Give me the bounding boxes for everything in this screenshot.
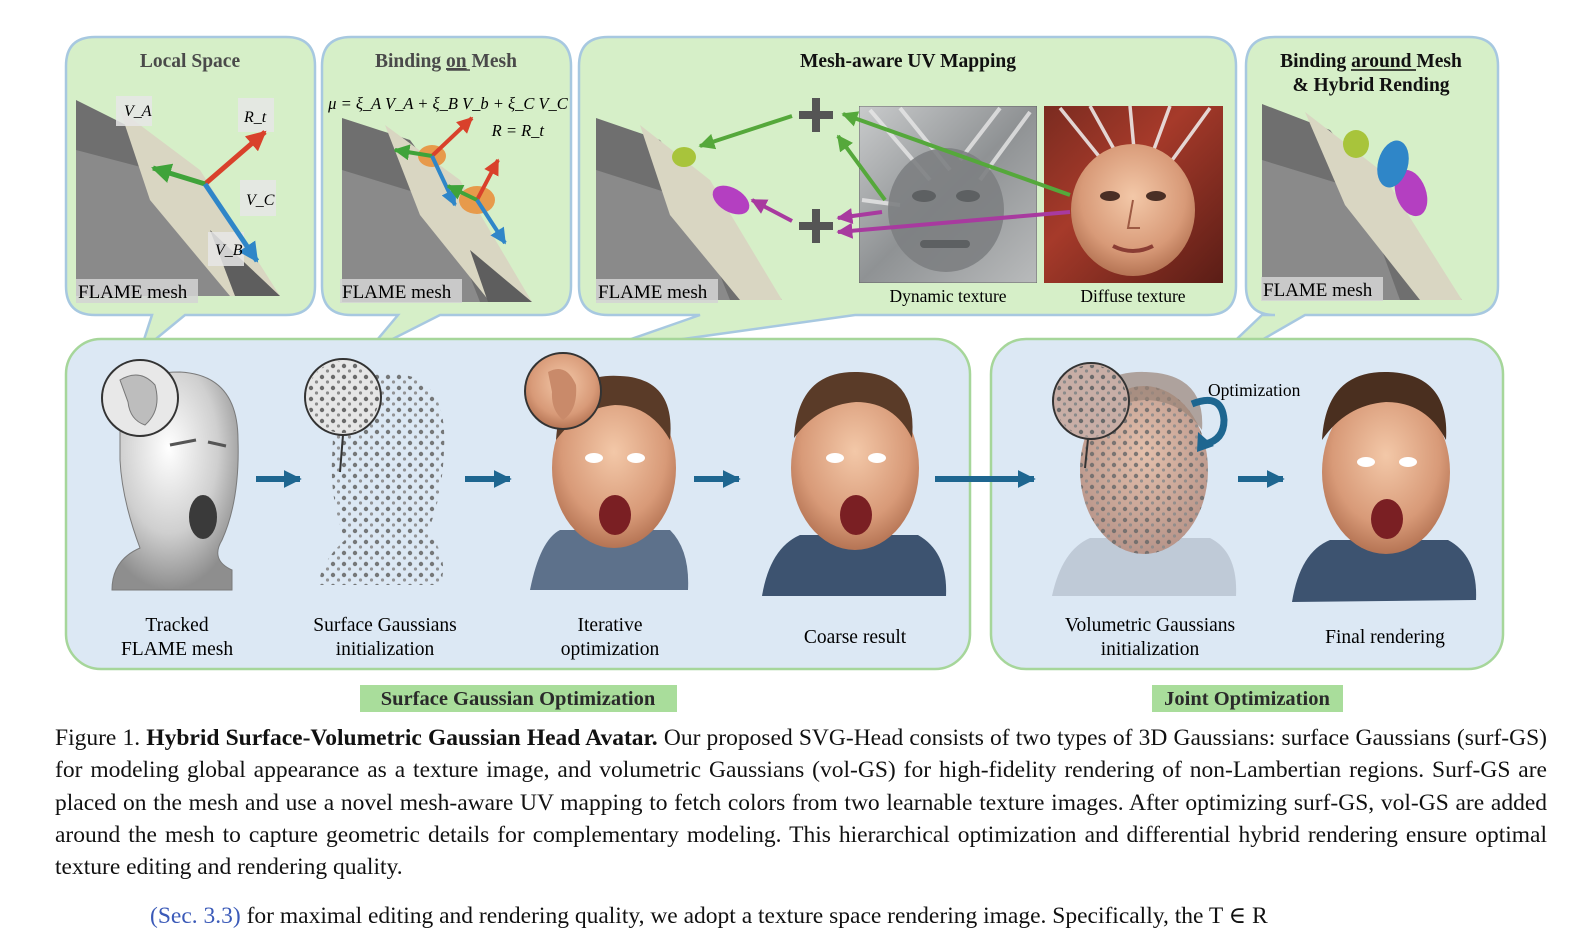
zoom-inset-ear-mesh: [101, 359, 179, 437]
zoom-inset-volumetric: [1052, 362, 1130, 469]
volumetric-gaussian-blue: [1377, 140, 1409, 188]
optimization-label: Optimization: [1208, 380, 1301, 400]
step-labels: Tracked FLAME mesh Surface Gaussians ini…: [121, 615, 1445, 660]
step-label: initialization: [1101, 639, 1200, 660]
coarse-result-head: [762, 371, 947, 596]
surface-gaussian-green: [1343, 130, 1369, 158]
green-arrow: [836, 134, 887, 202]
surface-stage-box: [64, 337, 972, 671]
step-label: Surface Gaussians: [313, 615, 457, 636]
rotation-label-rt: R_t: [243, 109, 267, 126]
rotation-equation: R = R_t: [491, 121, 545, 140]
position-equation: μ = ξ_A V_A + ξ_B V_b + ξ_C V_C: [327, 94, 569, 113]
mesh-label: FLAME mesh: [342, 282, 452, 303]
zoom-inset-ear: [524, 352, 602, 430]
dynamic-texture-label: Dynamic texture: [889, 286, 1006, 306]
purple-arrow: [750, 198, 793, 223]
green-arrow: [841, 111, 1071, 197]
mesh-label: FLAME mesh: [1263, 280, 1373, 301]
step-label: Volumetric Gaussians: [1065, 615, 1235, 636]
stage-label-surface: Surface Gaussian Optimization: [381, 688, 656, 710]
rotation-axis-green: [151, 163, 206, 187]
panel-title: Local Space: [140, 51, 241, 72]
vertex-label-vc: V_C: [246, 192, 275, 209]
step-label: Tracked: [145, 615, 208, 636]
step-label: FLAME mesh: [121, 639, 233, 660]
step-label: Final rendering: [1325, 627, 1445, 648]
diffuse-texture-image: [1044, 106, 1223, 283]
final-rendering-head: [1292, 371, 1477, 602]
mesh-label: FLAME mesh: [78, 282, 188, 303]
step-label: Coarse result: [804, 627, 907, 648]
body-text-continuation: (Sec. 3.3) for maximal editing and rende…: [150, 900, 1550, 932]
plus-icon: [799, 209, 833, 243]
panel-local-space: Local Space V_A R_t V_C V_B FLAME mesh: [64, 35, 317, 356]
panel-title: Binding around Mesh: [1280, 51, 1462, 72]
panel-title: Binding on Mesh: [375, 51, 517, 72]
step-label: Iterative: [578, 615, 643, 636]
vertex-label-va: V_A: [124, 103, 152, 120]
green-arrow: [698, 114, 793, 150]
purple-arrow: [836, 210, 1071, 239]
diffuse-texture-label: Diffuse texture: [1080, 286, 1185, 306]
surface-gaussian-purple: [1394, 169, 1428, 217]
dynamic-texture-image: [859, 106, 1037, 283]
loop-arrow-icon: [1190, 397, 1228, 448]
panel-binding-around-mesh: Binding around Mesh & Hybrid Rending FLA…: [1195, 35, 1500, 380]
step-label: optimization: [561, 639, 660, 660]
mesh-illustration: [342, 118, 532, 302]
mesh-illustration: [76, 96, 280, 296]
rotation-axis-blue: [202, 182, 260, 263]
mesh-illustration: [1262, 104, 1462, 300]
stage-label-joint: Joint Optimization: [1164, 688, 1330, 710]
zoom-inset-points: [304, 358, 382, 473]
body-text: for maximal editing and rendering qualit…: [240, 903, 1268, 929]
mesh-label: FLAME mesh: [598, 282, 708, 303]
purple-arrow: [836, 208, 883, 224]
vertex-label-vb: V_B: [215, 242, 243, 259]
caption-title: Hybrid Surface-Volumetric Gaussian Head …: [146, 725, 658, 751]
caption-body: Our proposed SVG-Head consists of two ty…: [55, 725, 1548, 881]
rotation-axis-red: [203, 130, 267, 186]
section-reference[interactable]: (Sec. 3.3): [150, 903, 241, 929]
panel-title: Mesh-aware UV Mapping: [800, 51, 1016, 72]
caption-prefix: Figure 1.: [55, 725, 141, 751]
mesh-illustration: [596, 118, 782, 300]
panel-subtitle: & Hybrid Rending: [1292, 75, 1449, 96]
panel-uv-mapping: Mesh-aware UV Mapping FLAME mesh: [577, 35, 1238, 353]
stage-highlight: [1152, 685, 1343, 712]
step-label: initialization: [336, 639, 435, 660]
plus-icon: [799, 98, 833, 132]
surface-gaussian-purple: [712, 185, 750, 215]
figure-caption: Figure 1. Hybrid Surface-Volumetric Gaus…: [55, 722, 1547, 883]
panel-binding-on-mesh: Binding on Mesh μ = ξ_A V_A + ξ_B V_b + …: [320, 35, 573, 354]
stage-highlight: [360, 685, 677, 712]
surface-gaussian-green: [672, 147, 696, 167]
